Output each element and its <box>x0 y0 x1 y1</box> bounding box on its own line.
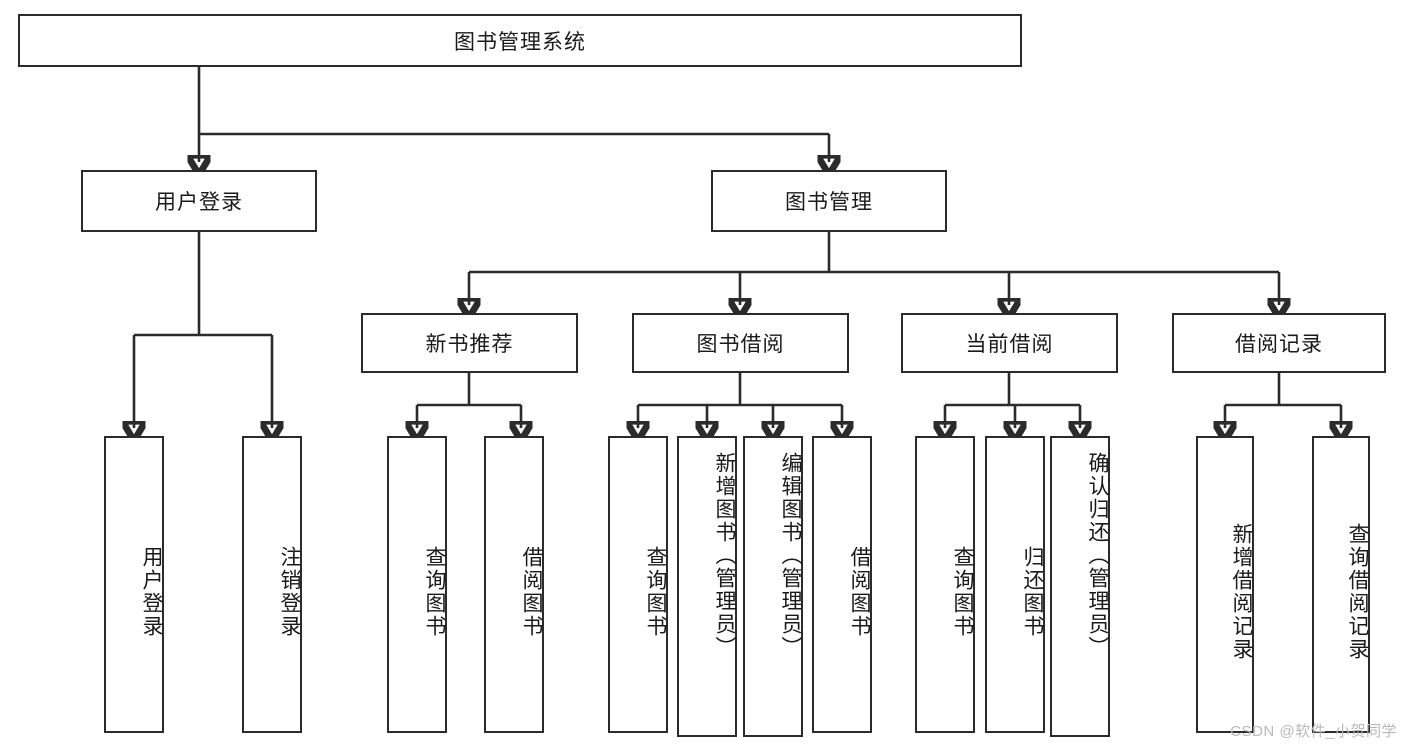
node-new-book-recommend[interactable]: 新书推荐 <box>361 313 578 373</box>
leaf-borrow-query-book[interactable]: 查询图书 <box>608 436 668 733</box>
leaf-record-add-borrow-record[interactable]: 新增借阅记录 <box>1196 436 1254 733</box>
node-current-borrow[interactable]: 当前借阅 <box>901 313 1118 373</box>
leaf-borrow-add-book-admin[interactable]: 新增图书（管理员） <box>677 436 737 737</box>
leaf-user-login[interactable]: 用户登录 <box>104 436 164 733</box>
leaf-current-confirm-return-admin[interactable]: 确认归还（管理员） <box>1050 436 1110 737</box>
node-borrow-record[interactable]: 借阅记录 <box>1172 313 1386 373</box>
node-book-management[interactable]: 图书管理 <box>711 170 947 232</box>
leaf-record-query-borrow-record[interactable]: 查询借阅记录 <box>1312 436 1370 733</box>
leaf-borrow-edit-book-admin[interactable]: 编辑图书（管理员） <box>743 436 803 737</box>
watermark-credit: CSDN @软件_小贺同学 <box>1230 723 1397 740</box>
node-book-borrow[interactable]: 图书借阅 <box>632 313 849 373</box>
leaf-current-return-book[interactable]: 归还图书 <box>985 436 1045 733</box>
leaf-recommend-query-book[interactable]: 查询图书 <box>387 436 447 733</box>
leaf-borrow-borrow-book[interactable]: 借阅图书 <box>812 436 872 733</box>
node-user-login[interactable]: 用户登录 <box>81 170 317 232</box>
leaf-recommend-borrow-book[interactable]: 借阅图书 <box>484 436 544 733</box>
leaf-current-query-book[interactable]: 查询图书 <box>915 436 975 733</box>
node-root-system[interactable]: 图书管理系统 <box>18 14 1022 67</box>
leaf-user-logout[interactable]: 注销登录 <box>242 436 302 733</box>
